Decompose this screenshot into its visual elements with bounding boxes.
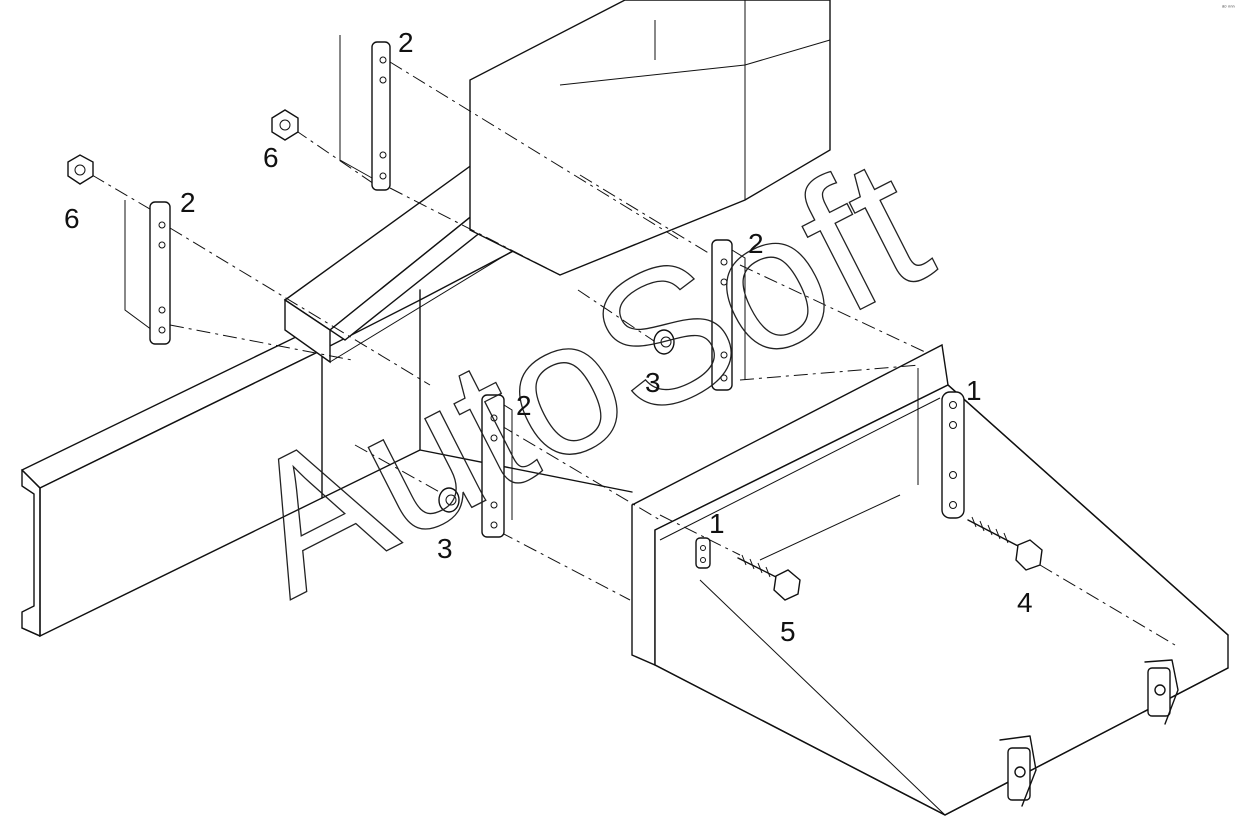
nut-left [67, 154, 94, 185]
strap-right [941, 391, 965, 519]
nut-right [653, 329, 675, 355]
callout-bracket-left: 2 [180, 187, 196, 218]
bolt-left [737, 554, 801, 601]
callout-nut-left: 6 [64, 203, 80, 234]
clamp-left [999, 735, 1037, 807]
bolts [737, 516, 1043, 601]
tray-clamps [999, 659, 1179, 807]
brackets [124, 35, 746, 538]
callouts: 2 2 2 2 6 6 3 3 1 1 4 5 [64, 27, 1033, 647]
battery-tray [631, 343, 1229, 816]
callout-nut-right: 3 [645, 367, 661, 398]
callout-nut-middle: 3 [437, 533, 453, 564]
straps [695, 391, 965, 569]
bolt-right [967, 516, 1043, 571]
nuts [67, 109, 675, 513]
clamp-right [1144, 659, 1179, 725]
callout-strap-right: 1 [966, 375, 982, 406]
callout-bracket-right: 2 [748, 228, 764, 259]
nut-middle [438, 487, 460, 513]
cab-panel [469, 0, 831, 276]
callout-bolt-right: 4 [1017, 587, 1033, 618]
bracket-top-center [339, 35, 391, 191]
bracket-middle [481, 394, 513, 538]
nut-top [271, 109, 299, 141]
assembly-lines [91, 61, 1176, 646]
callout-strap-left: 1 [709, 508, 725, 539]
bracket-right [711, 239, 746, 391]
frame-rail [20, 194, 633, 638]
callout-bracket-top-center: 2 [398, 27, 414, 58]
bracket-left [124, 200, 171, 345]
callout-bracket-middle: 2 [516, 390, 532, 421]
callout-bolt-left: 5 [780, 616, 796, 647]
corner-mark: ᵃᵒ ⁿⁿⁿ [1222, 4, 1235, 11]
callout-nut-top: 6 [263, 142, 279, 173]
strap-left [695, 537, 711, 569]
